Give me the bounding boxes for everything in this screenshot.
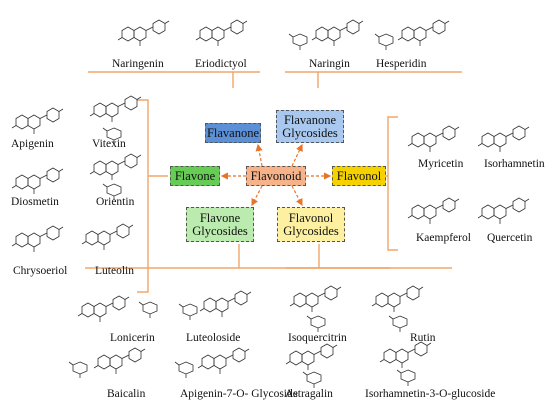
structure-kaempferol-icon xyxy=(407,197,460,225)
connector-lines xyxy=(85,71,462,293)
label-vitexin: Vitexin xyxy=(92,138,126,150)
structure-naringin-icon xyxy=(288,19,364,51)
category-flavone[interactable]: Flavone xyxy=(170,166,220,186)
structure-baicalin-icon xyxy=(68,347,146,379)
category-flavonol[interactable]: Flavonol xyxy=(332,166,386,186)
structure-naringenin-icon xyxy=(117,19,170,47)
structure-diosmetin-icon xyxy=(11,167,64,195)
flavonoid-arrows xyxy=(220,143,332,207)
structure-hesperidin-icon xyxy=(374,19,450,51)
connector-flavanone-glycosides xyxy=(285,71,462,88)
category-flavonol-glycosides-line2: Glycosides xyxy=(283,223,339,238)
structure-luteolin-icon xyxy=(81,223,134,251)
label-hesperidin: Hesperidin xyxy=(376,58,427,70)
structure-luteoloside-icon xyxy=(178,290,252,321)
connector-flavonol-glycosides xyxy=(286,244,452,269)
connector-flavanone xyxy=(88,71,260,88)
label-diosmetin: Diosmetin xyxy=(11,196,59,208)
label-orientin: Orientin xyxy=(96,196,135,208)
connector-flavone xyxy=(137,99,168,293)
category-flavanone-glycosides-line2: Glycosides xyxy=(282,125,338,140)
label-rutin: Rutin xyxy=(410,332,436,344)
label-naringin: Naringin xyxy=(309,58,350,70)
category-flavonol-label: Flavonol xyxy=(336,168,382,183)
label-apigenin7: Apigenin-7-O- Glycoside xyxy=(180,388,298,400)
category-flavanone-glycosides[interactable]: Flavanone Glycosides xyxy=(276,110,344,143)
label-eriodictyol: Eriodictyol xyxy=(195,58,247,70)
structure-isorhamnetin-icon xyxy=(477,125,530,153)
label-baicalin: Baicalin xyxy=(107,388,146,400)
structure-myricetin-icon xyxy=(407,125,460,153)
structure-isorhamnetin3-icon xyxy=(379,341,432,387)
category-flavone-glycosides-line2: Glycosides xyxy=(192,223,248,238)
label-naringenin: Naringenin xyxy=(112,58,164,70)
structure-apigenin7-icon xyxy=(174,347,250,379)
label-apigenin: Apigenin xyxy=(11,138,54,150)
structure-orientin-icon xyxy=(89,153,142,201)
label-luteolin: Luteolin xyxy=(95,265,134,277)
structure-lonicerin-icon xyxy=(77,295,158,323)
structure-rutin-icon xyxy=(371,285,424,333)
category-flavone-glycosides[interactable]: Flavone Glycosides xyxy=(186,207,254,242)
category-flavone-label: Flavone xyxy=(174,168,216,183)
label-isorhamnetin: Isorhamnetin xyxy=(484,158,545,170)
arrow-to-flavonol-glycosides xyxy=(291,185,303,207)
arrow-to-flavone-glycosides xyxy=(251,185,263,207)
center-flavonoid-label: Flavonoid xyxy=(250,168,302,183)
structure-quercetin-icon xyxy=(477,197,530,225)
center-flavonoid[interactable]: Flavonoid xyxy=(246,166,306,186)
category-flavanone[interactable]: Flavanone xyxy=(205,123,261,143)
structure-chrysoeriol-icon xyxy=(11,225,64,253)
label-luteoloside: Luteoloside xyxy=(186,332,241,344)
label-isoquercitrin: Isoquercitrin xyxy=(288,332,347,344)
category-flavonol-glycosides-line1: Flavonol xyxy=(288,210,334,225)
label-chrysoeriol: Chrysoeriol xyxy=(13,265,68,277)
structure-eriodictyol-icon xyxy=(195,19,248,47)
category-flavanone-label: Flavanone xyxy=(206,125,260,140)
category-flavone-glycosides-line1: Flavone xyxy=(199,210,241,225)
label-isorhamnetin3: Isorhamnetin-3-O-glucoside xyxy=(365,388,496,400)
label-myricetin: Myricetin xyxy=(418,158,464,170)
label-lonicerin: Lonicerin xyxy=(110,332,155,344)
structure-isoquercitrin-icon xyxy=(289,285,342,333)
label-kaempferol: Kaempferol xyxy=(416,232,471,244)
structure-apigenin-icon xyxy=(11,107,64,135)
label-quercetin: Quercetin xyxy=(487,232,533,244)
structure-vitexin-icon xyxy=(89,95,142,145)
arrow-to-flavanone xyxy=(255,143,263,167)
category-flavanone-glycosides-line1: Flavanone xyxy=(283,112,337,127)
arrow-to-flavanone-glycosides xyxy=(291,143,303,167)
category-flavonol-glycosides[interactable]: Flavonol Glycosides xyxy=(277,207,345,242)
structure-astragalin-icon xyxy=(285,343,338,389)
label-astragalin: Astragalin xyxy=(285,388,333,400)
